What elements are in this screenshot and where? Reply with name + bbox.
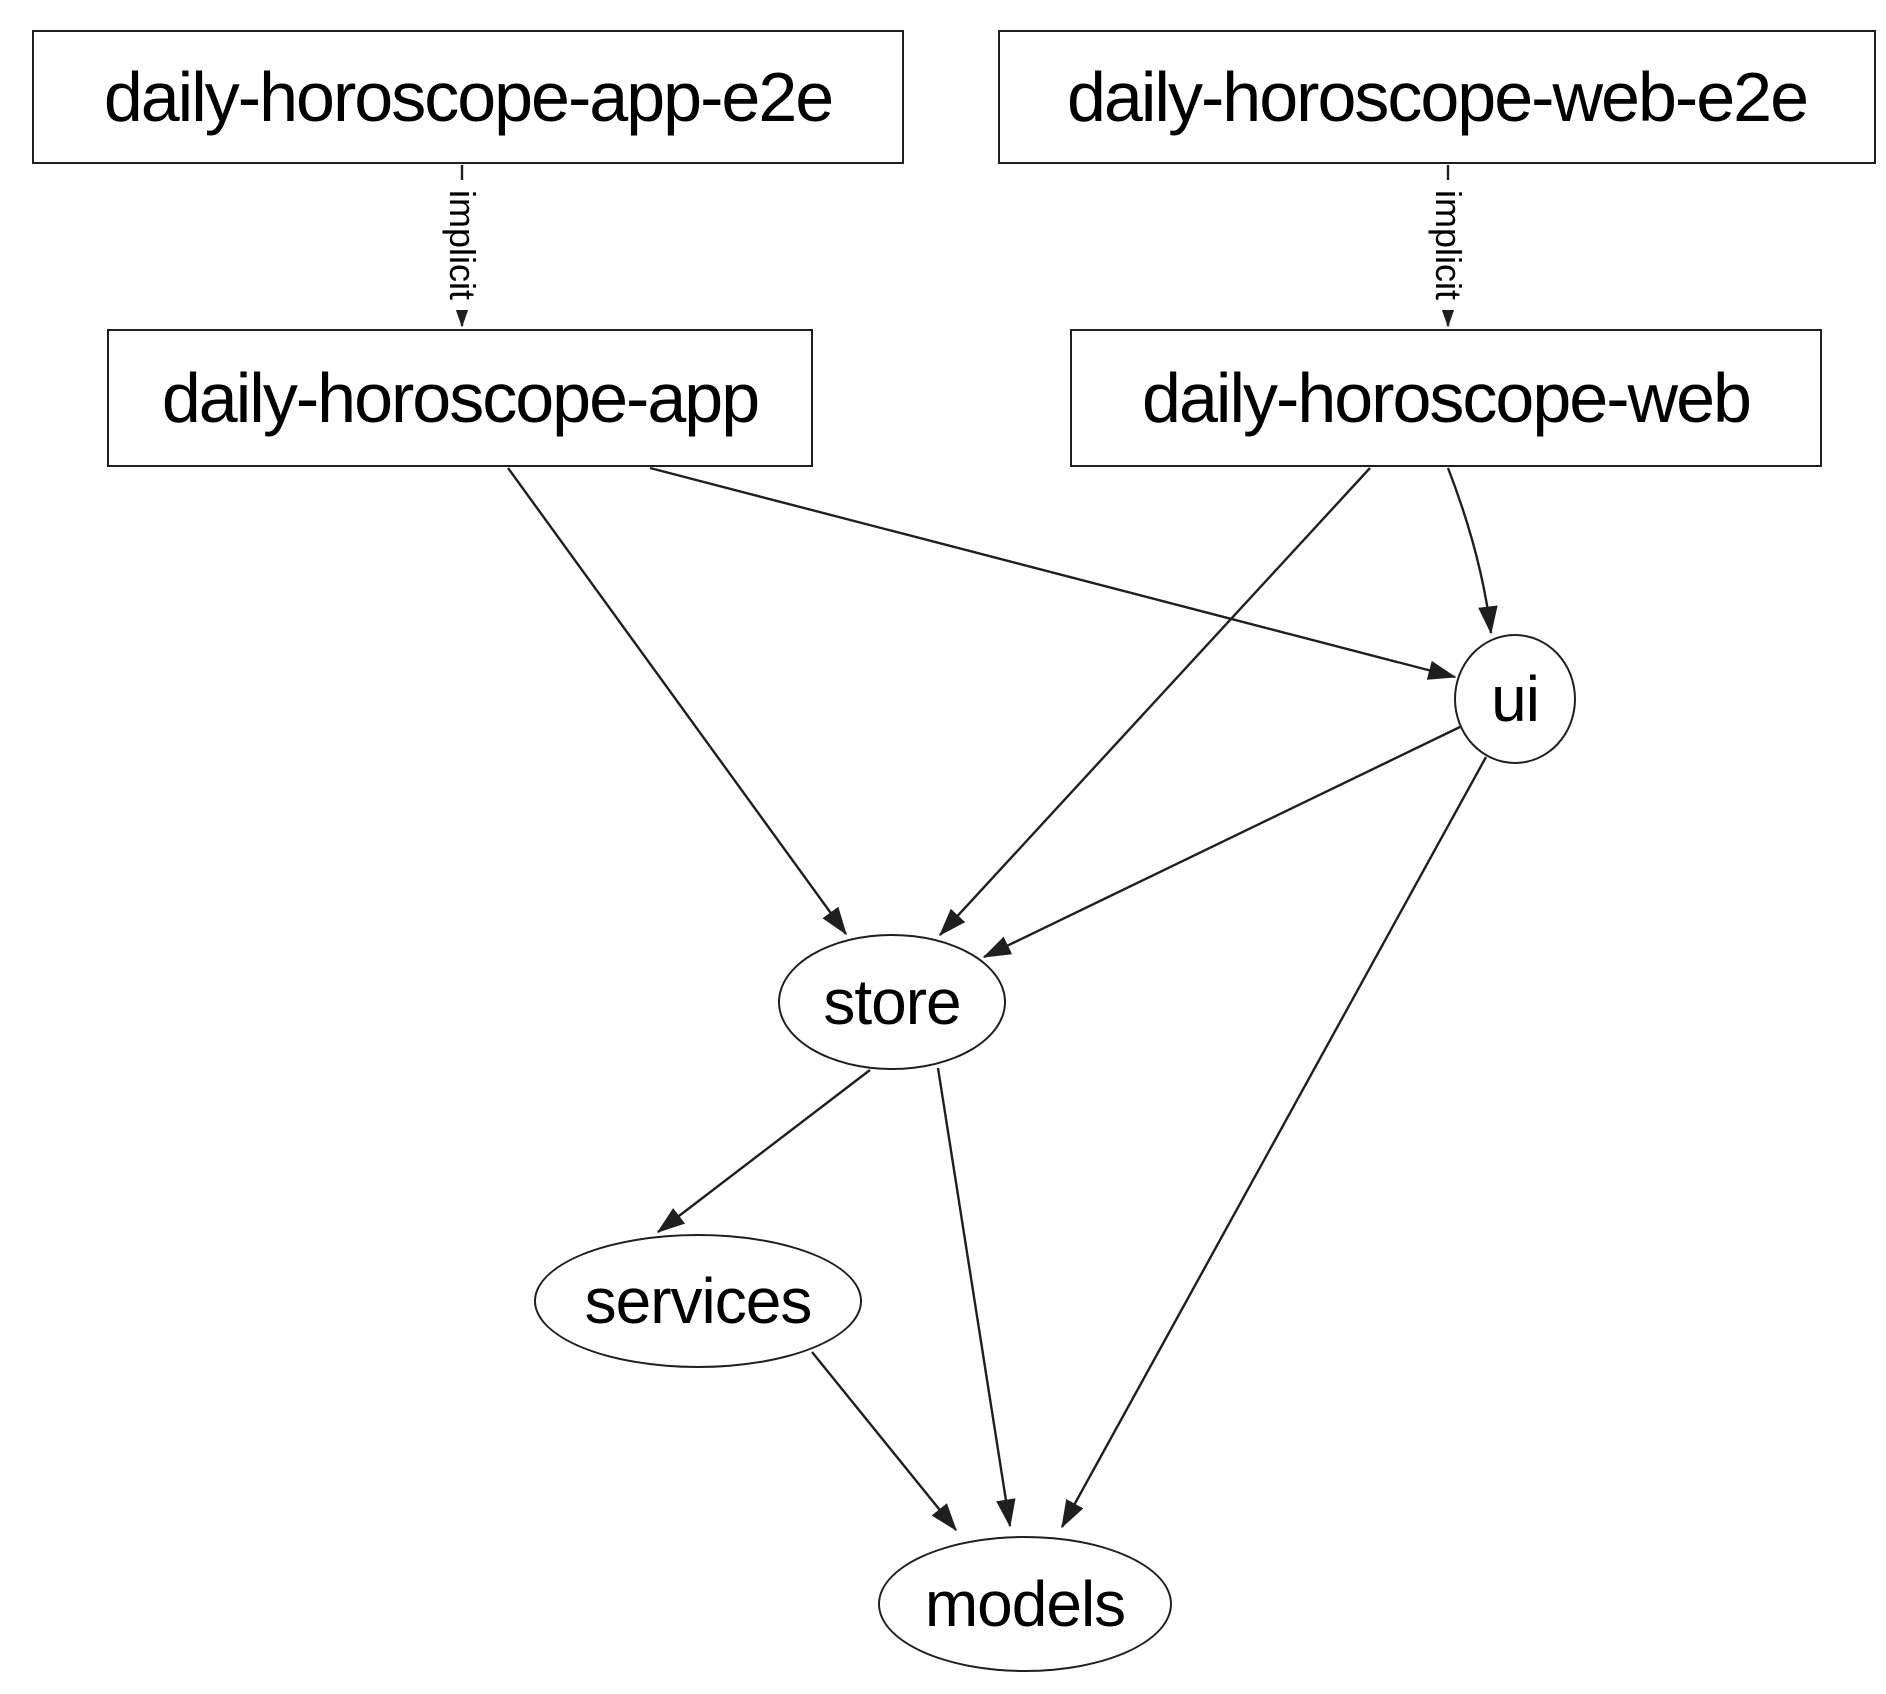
node-store[interactable]: store	[778, 934, 1006, 1070]
node-label-daily-horoscope-app-e2e: daily-horoscope-app-e2e	[103, 58, 834, 136]
node-models[interactable]: models	[878, 1536, 1172, 1672]
node-daily-horoscope-app-e2e[interactable]: daily-horoscope-app-e2e	[32, 30, 904, 164]
node-daily-horoscope-web[interactable]: daily-horoscope-web	[1070, 329, 1822, 467]
edge-ui-to-store	[982, 725, 1461, 959]
node-label-daily-horoscope-app: daily-horoscope-app	[161, 359, 760, 437]
node-label-services: services	[584, 1265, 813, 1337]
edge-web-to-ui	[1446, 467, 1498, 635]
node-label-store: store	[823, 966, 961, 1038]
edge-store-to-services	[656, 1069, 871, 1233]
node-daily-horoscope-app[interactable]: daily-horoscope-app	[107, 329, 813, 467]
edge-label-implicit-web-e2e: implicit	[1428, 179, 1469, 311]
edge-app-to-store	[507, 467, 847, 936]
edge-ui-to-models	[1060, 756, 1488, 1529]
node-label-models: models	[924, 1568, 1126, 1640]
edge-store-to-models	[936, 1067, 1016, 1528]
node-ui[interactable]: ui	[1454, 634, 1576, 764]
edge-label-implicit-app-e2e: implicit	[442, 179, 483, 311]
node-label-daily-horoscope-web: daily-horoscope-web	[1142, 359, 1752, 437]
node-label-ui: ui	[1491, 663, 1540, 735]
edge-web-to-store	[939, 467, 1371, 937]
node-services[interactable]: services	[534, 1234, 862, 1368]
node-daily-horoscope-web-e2e[interactable]: daily-horoscope-web-e2e	[998, 30, 1876, 164]
edge-services-to-models	[811, 1351, 957, 1532]
node-label-daily-horoscope-web-e2e: daily-horoscope-web-e2e	[1067, 58, 1809, 136]
edge-app-to-ui	[649, 466, 1457, 680]
